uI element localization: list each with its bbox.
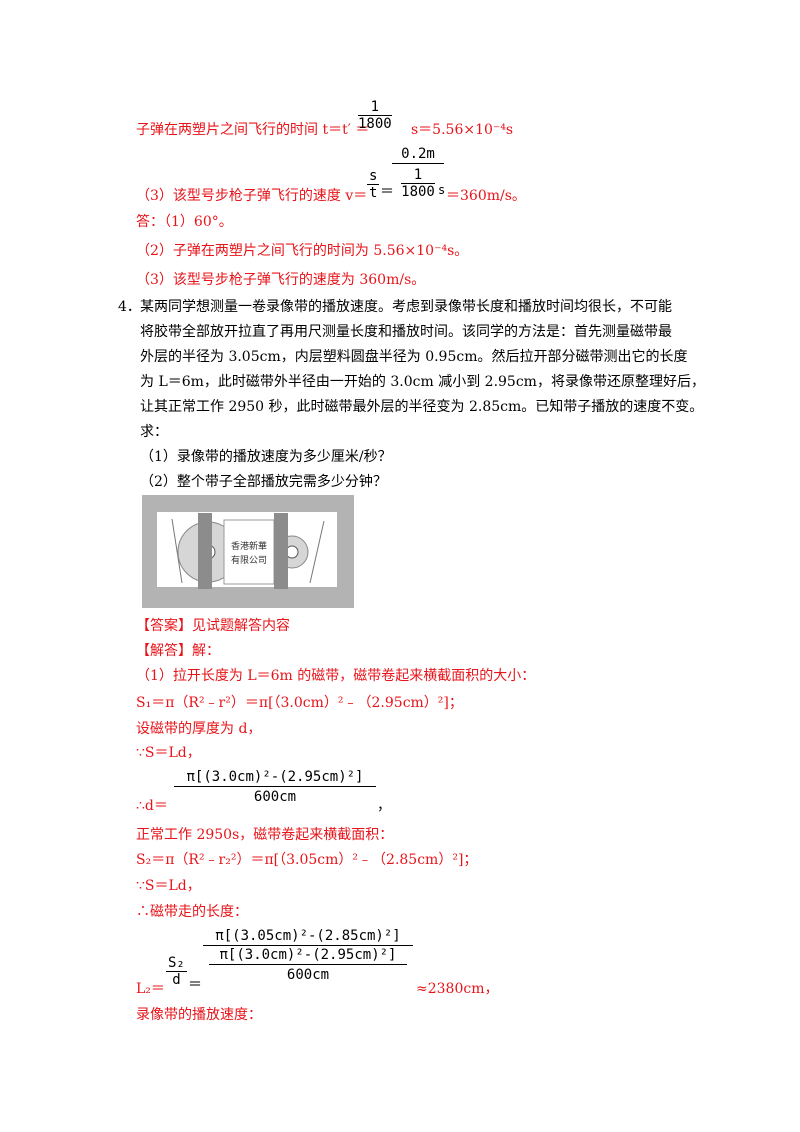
speed-text-prefix: （3）该型号步枪子弹飞行的速度 v＝ [136,188,368,204]
inner-fraction: 1 1800 [401,167,435,200]
solution-line: （1）拉开长度为 L＝6m 的磁带，磁带卷起来横截面积的大小： [136,668,536,684]
fraction-numerator: 0.2m [392,146,444,164]
fraction-numerator: 1 [358,99,392,116]
equals-sign: ＝ [380,184,394,200]
solution-line: S₁＝π（R²﹣r²）＝π[（3.0cm）²﹣（2.95cm）²]； [136,695,463,711]
solution-line: ∵S＝Ld， [136,878,201,894]
question-1: （1）录像带的播放速度为多少厘米/秒？ [140,449,392,465]
equals-sign: ＝ [188,977,202,993]
fraction-numerator: S₂ [166,955,187,972]
d-fraction: π[(3.0cm)²-(2.95cm)²] 600cm [174,768,376,807]
fraction-numerator: 1 [401,167,435,184]
l2-complex-fraction: π[(3.05cm)²-(2.85cm)²] π[(3.0cm)²-(2.95c… [203,927,413,985]
answer-line-3: （3）该型号步枪子弹飞行的速度为 360m/s。 [136,272,426,288]
l2-formula-prefix: L₂＝ [136,981,165,997]
solution-line: ∴磁带走的长度： [136,904,248,920]
solution-tag: 【解答】解： [136,643,220,659]
solution-line: 正常工作 2950s，磁带卷起来横截面积： [136,827,394,843]
solution-line: 录像带的播放速度： [136,1007,262,1023]
time-text-prefix: 子弹在两塑片之间飞行的时间 t＝t′ ＝ [136,122,370,138]
problem-line: 外层的半径为 3.05cm，内层塑料圆盘半径为 0.95cm。然后拉开部分磁带测… [140,349,688,365]
answer-line-2: （2）子弹在两塑片之间飞行的时间为 5.56×10⁻⁴s。 [136,243,469,259]
fraction-denominator: 1800 [358,116,392,132]
problem-line: 求： [140,424,168,440]
left-clip [198,513,212,589]
videotape-drawing: 香港新華 有限公司 [142,495,354,608]
problem-line: 某两同学想测量一卷录像带的播放速度。考虑到录像带长度和播放时间均很长，不可能 [140,299,672,315]
d-formula-suffix: ， [377,798,391,814]
right-clip [274,513,288,589]
fraction-denominator: t [369,185,378,201]
time-text-suffix: s＝5.56×10⁻⁴s [411,122,514,138]
solution-line: ∵S＝Ld， [136,745,201,761]
unit-s: s [438,183,446,197]
fraction-numerator: s [367,168,380,185]
label-area [223,519,275,585]
fraction-numerator: π[(3.0cm)²-(2.95cm)²] [174,768,376,787]
speed-text-suffix: ＝360m/s。 [446,188,526,204]
tape-right [309,520,325,584]
answer-tag: 【答案】见试题解答内容 [136,618,290,634]
label-text-1: 香港新華 [231,540,267,552]
problem-line: 为 L＝6m，此时磁带外半径由一开始的 3.0cm 减小到 2.95cm，将录像… [140,374,705,390]
d-formula-prefix: ∴d＝ [136,798,168,814]
tape-left [171,518,183,584]
question-2: （2）整个带子全部播放完需多少分钟？ [140,474,387,490]
l2-formula-suffix: ≈2380cm， [416,981,499,997]
fraction-denominator: 1800 [401,184,435,200]
answer-line-1: 答：（1）60°。 [136,214,233,230]
problem-number: 4． [118,299,141,315]
problem-line: 让其正常工作 2950 秒，此时磁带最外层的半径变为 2.85cm。已知带子播放… [140,399,704,415]
bottom-denominator: 600cm [286,967,330,983]
solution-line: 设磁带的厚度为 d， [136,721,262,737]
s-over-t-fraction: s t [367,168,380,201]
s2-over-d-fraction: S₂ d [166,955,187,988]
fraction-denominator: d [172,972,181,988]
speed-complex-fraction: 0.2m 1 1800 [392,146,444,200]
top-numerator: π[(3.05cm)²-(2.85cm)²] [203,927,413,946]
label-text-2: 有限公司 [231,554,267,566]
fraction-denominator: 600cm [253,789,297,805]
problem-line: 将胶带全部放开拉直了再用尺测量长度和播放时间。该同学的方法是：首先测量磁带最 [140,324,672,340]
mid-denominator: π[(3.0cm)²-(2.95cm)²] [209,946,407,965]
time-fraction: 1 1800 [358,99,392,132]
videotape-figure: 香港新華 有限公司 [142,495,354,608]
solution-line: S₂＝π（R²﹣r₂²）＝π[（3.05cm）²﹣（2.85cm）²]； [136,852,478,868]
